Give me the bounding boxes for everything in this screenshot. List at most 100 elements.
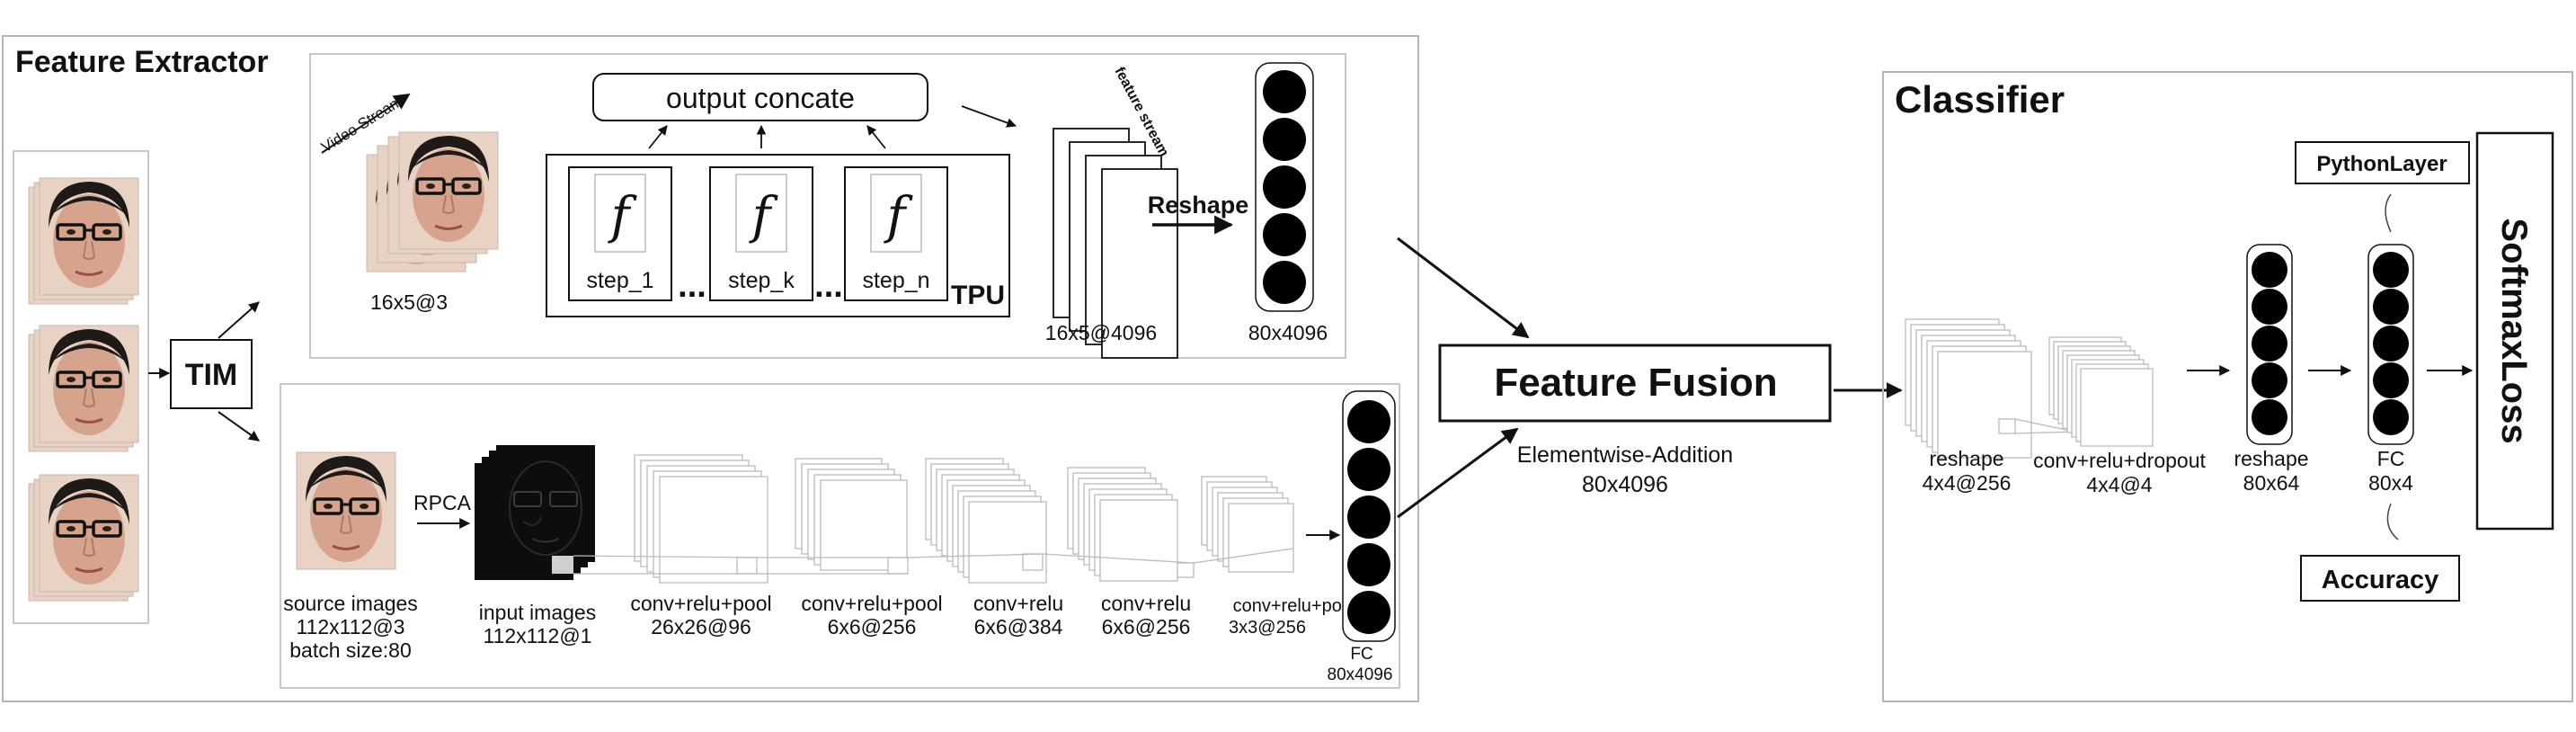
top-vector-node (1263, 165, 1306, 209)
fc-caption-1: FC (1350, 645, 1372, 664)
conv-dims-2: 6x6@256 (828, 615, 917, 638)
input-image-stack (474, 444, 596, 581)
video-dims: 16x5@3 (370, 290, 448, 314)
fusion-subtitle: Elementwise-Addition (1517, 442, 1733, 468)
fc-vector-node (1347, 495, 1390, 539)
spatial-panel (280, 383, 1400, 689)
fusion-dims: 80x4096 (1582, 472, 1668, 497)
top-vector-node (1263, 213, 1306, 256)
classifier-conv-name: conv+relu+dropout (2033, 449, 2206, 472)
fc2-vector-node (2373, 326, 2409, 362)
source-face-stack-1 (27, 176, 140, 306)
f-symbol: f (884, 187, 914, 245)
video-stream-faces (365, 130, 500, 273)
classifier-reshape-stack (1905, 318, 2032, 459)
video-stream-arrow (321, 93, 411, 154)
feature-fusion-title: Feature Fusion (1494, 361, 1777, 405)
feature-extractor-panel (2, 35, 1419, 702)
step-cell-k: f step_k (709, 166, 813, 301)
f-symbol: f (608, 187, 638, 245)
step-cell-n: f step_n (844, 166, 948, 301)
arrow-tim-up (218, 301, 260, 339)
conv-name-3: conv+relu (973, 592, 1063, 615)
classifier-reshape1-dims: 4x4@256 (1923, 471, 2012, 495)
arrow-stepn-concate (866, 125, 886, 149)
reshape2-vector-node (2252, 252, 2287, 288)
top-vector-node (1263, 261, 1306, 304)
source-face-image (295, 451, 397, 571)
reshape-label: Reshape (1148, 192, 1249, 219)
top-vector-node (1263, 118, 1306, 161)
source-caption-2: 112x112@3 (297, 615, 405, 638)
feature-stream-dims: 16x5@4096 (1045, 321, 1157, 344)
fc2-vector-node (2373, 362, 2409, 398)
classifier-reshape2-dims: 80x64 (2243, 471, 2300, 495)
softmax-loss-box (2475, 131, 2554, 531)
classifier-conv-stack (2048, 336, 2154, 447)
source-caption-1: source images (283, 592, 418, 615)
source-face-stack-3 (27, 473, 140, 603)
temporal-panel (309, 53, 1346, 359)
f-symbol: f (749, 187, 779, 245)
top-vector-node (1263, 70, 1306, 113)
fc-vector-node (1347, 543, 1390, 586)
conv-link-3 (907, 553, 1044, 558)
output-concate-label: output concate (666, 82, 855, 114)
classifier-conv-dims: 4x4@4 (2086, 473, 2152, 496)
conv-stack-1 (634, 454, 768, 584)
fc-vector-node (1347, 591, 1390, 634)
arrow-step1-concate (648, 125, 668, 149)
arrow-tim-down (218, 411, 260, 442)
input-caption-2: 112x112@1 (484, 624, 592, 647)
fc-vector-node (1347, 448, 1390, 491)
fc2-vector-node (2373, 252, 2409, 288)
source-face-stack-2 (27, 324, 140, 453)
accuracy-box (2300, 555, 2460, 602)
source-faces-frame (13, 150, 149, 624)
accuracy-label: Accuracy (2322, 566, 2439, 594)
conv-stack-3 (925, 458, 1047, 584)
conv-dims-1: 26x26@96 (651, 615, 751, 638)
tpu-label: TPU (951, 281, 1005, 310)
feature-extractor-title: Feature Extractor (15, 45, 269, 79)
step-label-n: step_n (862, 268, 929, 293)
rpca-label: RPCA (413, 491, 472, 514)
top-vector-dims: 80x4096 (1248, 321, 1328, 344)
classifier-fc-dims: 80x4 (2368, 471, 2413, 495)
input-caption-1: input images (479, 601, 596, 624)
tim-label: TIM (185, 358, 238, 392)
tim-box (170, 339, 253, 409)
conv-stack-5 (1201, 476, 1294, 573)
reshape2-vector-node (2252, 326, 2287, 362)
conv-stack-4 (1067, 467, 1195, 582)
accuracy-connector (2386, 503, 2399, 540)
arrow-concate-feature (961, 105, 1017, 128)
fc2-vector-node (2373, 399, 2409, 435)
classifier-reshape1-name: reshape (1929, 447, 2003, 470)
fc-vector-node (1347, 400, 1390, 443)
python-layer-label: PythonLayer (2316, 152, 2447, 176)
classifier-reshape2-name: reshape (2234, 447, 2308, 470)
step-ellipsis-2: ... (814, 267, 843, 305)
conv-name-1: conv+relu+pool (630, 592, 771, 615)
arrow-top-to-fusion (1397, 237, 1530, 339)
conv-link-1 (573, 555, 758, 558)
fc2-vector-node (2373, 289, 2409, 325)
conv-dims-5: 3x3@256 (1229, 618, 1306, 638)
classifier-link-b (2014, 431, 2075, 434)
conv-stack-2 (795, 458, 909, 575)
conv-link-5 (1193, 548, 1294, 564)
source-caption-3: batch size:80 (289, 638, 412, 662)
output-concate-box (592, 73, 928, 121)
conv-name-2: conv+relu+pool (801, 592, 942, 615)
classifier-title: Classifier (1895, 78, 2065, 121)
step-cell-1: f step_1 (568, 166, 672, 301)
reshape2-vector-node (2252, 289, 2287, 325)
step-label-1: step_1 (586, 268, 653, 293)
conv-name-5: conv+relu+pool (1233, 596, 1356, 616)
classifier-fc-name: FC (2377, 447, 2405, 470)
classifier-link (2014, 418, 2075, 433)
conv-dims-3: 6x6@384 (974, 615, 1063, 638)
python-layer-box (2295, 141, 2470, 184)
